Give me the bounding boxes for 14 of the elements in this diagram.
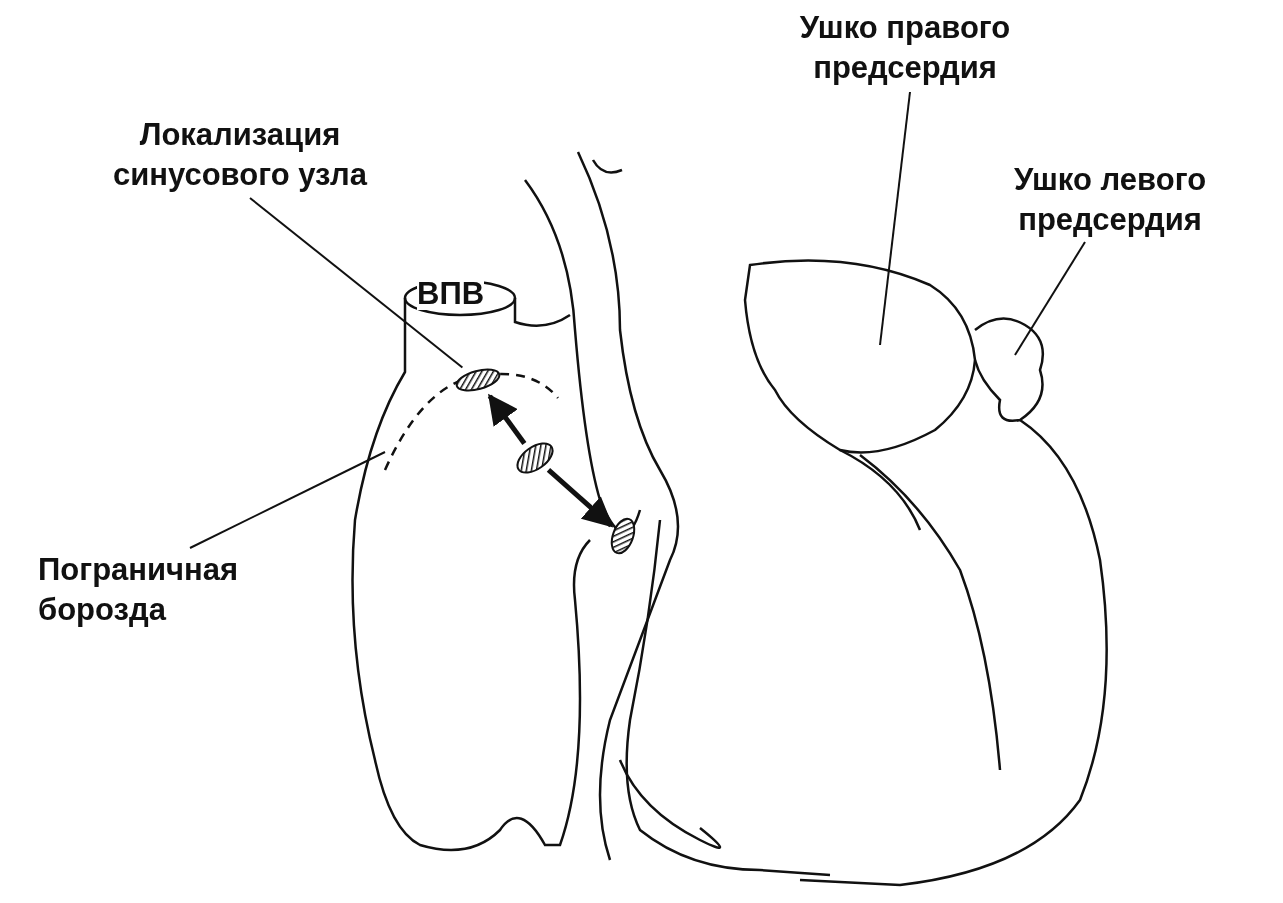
arrow [546,468,614,528]
vessel-label: ВПВ [417,278,485,310]
part-label: Локализация синусового узла [90,115,390,195]
leader-line [189,451,386,549]
sinus-node-mark [516,442,554,474]
leader-line [879,91,911,346]
sinus-node-mark [610,517,636,555]
leader-line [249,197,464,369]
part-label: Ушко правого предсердия [765,8,1045,88]
sinus-node-mark [455,368,501,392]
part-label: Пограничная борозда [38,550,358,630]
leader-line [1014,241,1086,356]
part-label: Ушко левого предсердия [950,160,1270,240]
arrow [487,393,527,445]
